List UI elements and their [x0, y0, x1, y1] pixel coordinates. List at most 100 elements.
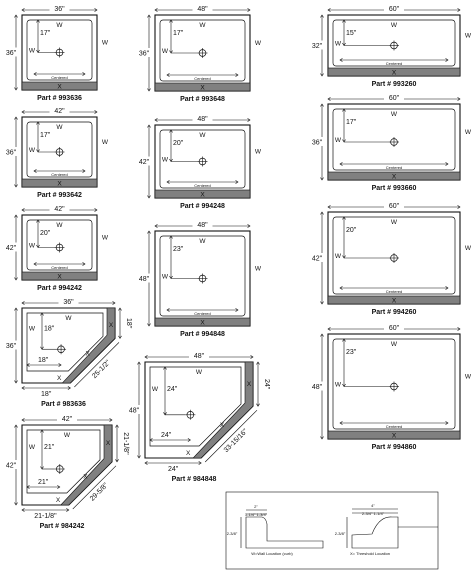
depth-dim-line-head-a: [320, 103, 324, 107]
width-label-bg: [49, 204, 70, 212]
threshold-label-side: X: [106, 440, 111, 447]
centered-label: Centered: [386, 289, 402, 294]
pan-basin: [26, 219, 93, 271]
depth-dim: 42": [6, 245, 17, 252]
depth-dim-line-head-a: [147, 124, 151, 128]
depth-dim: 48": [312, 384, 323, 391]
pan-basin: [159, 19, 246, 82]
threshold-curb: [61, 307, 116, 384]
depth-dim-line-head-b: [14, 277, 18, 281]
wall-label-top: W: [64, 432, 71, 439]
wall-label-right: W: [465, 245, 472, 252]
width-dim: 36": [54, 6, 65, 13]
wall-label-right: W: [102, 139, 109, 146]
threshold-label: X: [392, 174, 397, 181]
centered-label: Centered: [194, 183, 210, 188]
width-label-bg: [49, 106, 70, 114]
depth-dim: 36": [139, 51, 150, 58]
wall-curb-profile: 2" 1-1/4" 1-3/4" 2-3/8" W=Wall Location …: [227, 504, 324, 556]
threshold-curb: [154, 82, 251, 92]
width-label-bg: [384, 201, 404, 209]
depth-dim-line-head-b: [320, 73, 324, 77]
threshold-label: X: [392, 433, 397, 440]
depth-label-bg: [308, 40, 327, 50]
width-dim-line-head-a: [21, 301, 25, 305]
width-dim-line-head-a: [21, 208, 25, 212]
diagonal-dim: 29-5/8": [89, 482, 110, 503]
centered-dim-line-head-a: [33, 262, 37, 266]
width-dim-line-head-b: [109, 418, 113, 422]
threshold-label: X: [57, 84, 62, 91]
centered-label: Centered: [386, 165, 402, 170]
depth-dim-line-head-b: [320, 301, 324, 305]
depth-dim-line-head-a: [137, 361, 141, 365]
pan-basin: [159, 129, 246, 189]
threshold-curb-profile: 4" 2-3/4" 1-1/4" 2-3/8" X= Threshold Loc…: [335, 503, 438, 556]
width-dim-line-head-a: [327, 8, 331, 12]
threshold-sub-dim: 2-3/4" 1-1/4": [362, 511, 385, 516]
drain-dim: 20": [346, 227, 357, 234]
threshold-label-side: X: [109, 322, 114, 329]
threshold-label-side: X: [247, 381, 252, 388]
pan-basin: [26, 312, 104, 372]
centered-dim-line-head-a: [33, 72, 37, 76]
depth-dim-line-head-a: [147, 14, 151, 18]
pan-basin: [26, 429, 101, 494]
wall-label-top: W: [56, 222, 63, 229]
drain-h-dim: 18": [38, 357, 49, 364]
wall-label-left: W: [335, 137, 342, 144]
diagonal-dim-line: [204, 409, 258, 463]
leg-h-dim: 18": [41, 391, 52, 398]
centered-dim-line-head-b: [445, 162, 449, 166]
wall-label-right: W: [465, 129, 472, 136]
wall-label-top: W: [199, 22, 206, 29]
width-dim: 60": [389, 6, 400, 13]
part-number: Part # 993260: [372, 81, 417, 88]
wall-label-right: W: [255, 40, 262, 47]
wall-label-top: W: [391, 219, 398, 226]
centered-label: Centered: [194, 311, 210, 316]
threshold-curb: [21, 178, 98, 188]
drain-dim: 17": [40, 30, 51, 37]
leg-v-dim-line-head-b: [256, 403, 260, 407]
threshold-label-diagonal: X: [86, 351, 91, 358]
centered-label: Centered: [194, 76, 210, 81]
depth-dim-line-head-b: [14, 184, 18, 188]
centered-dim-line-head-b: [82, 169, 86, 173]
depth-dim: 36": [312, 140, 323, 147]
centered-dim-line-head-a: [33, 169, 37, 173]
centered-dim-line-head-a: [339, 162, 343, 166]
width-dim-line-head-a: [154, 224, 158, 228]
width-dim-line-head-a: [21, 418, 25, 422]
wall-label-left: W: [335, 41, 342, 48]
part-number: Part # 994242: [37, 285, 82, 292]
width-dim: 48": [194, 353, 205, 360]
depth-dim: 42": [139, 159, 150, 166]
leg-v-dim: 21-1/8": [122, 432, 129, 455]
drain-dim-line-head-a: [36, 121, 40, 125]
depth-dim-line-head-a: [14, 116, 18, 120]
depth-dim-line-head-a: [14, 424, 18, 428]
drain-dim: 23": [173, 246, 184, 253]
threshold-label: X: [57, 274, 62, 281]
threshold-curb: [21, 271, 98, 281]
leg-h-dim: 21-1/8": [34, 513, 57, 520]
threshold-curb: [154, 317, 251, 327]
centered-dim-line-head-a: [166, 180, 170, 184]
centered-dim-line-head-b: [82, 72, 86, 76]
depth-dim-line-head-b: [137, 455, 141, 459]
depth-dim-line-head-b: [147, 88, 151, 92]
drain-dim-line-head-a: [169, 235, 173, 239]
part-number: Part # 993648: [180, 96, 225, 103]
wall-label-left: W: [335, 253, 342, 260]
depth-dim: 48": [129, 408, 140, 415]
drain-v-dim-line-head-a: [40, 312, 44, 316]
leg-v-dim-line-head-b: [118, 335, 122, 339]
leg-v-dim: 24": [263, 379, 270, 390]
width-label-bg: [192, 220, 213, 228]
centered-dim-line-head-a: [166, 308, 170, 312]
